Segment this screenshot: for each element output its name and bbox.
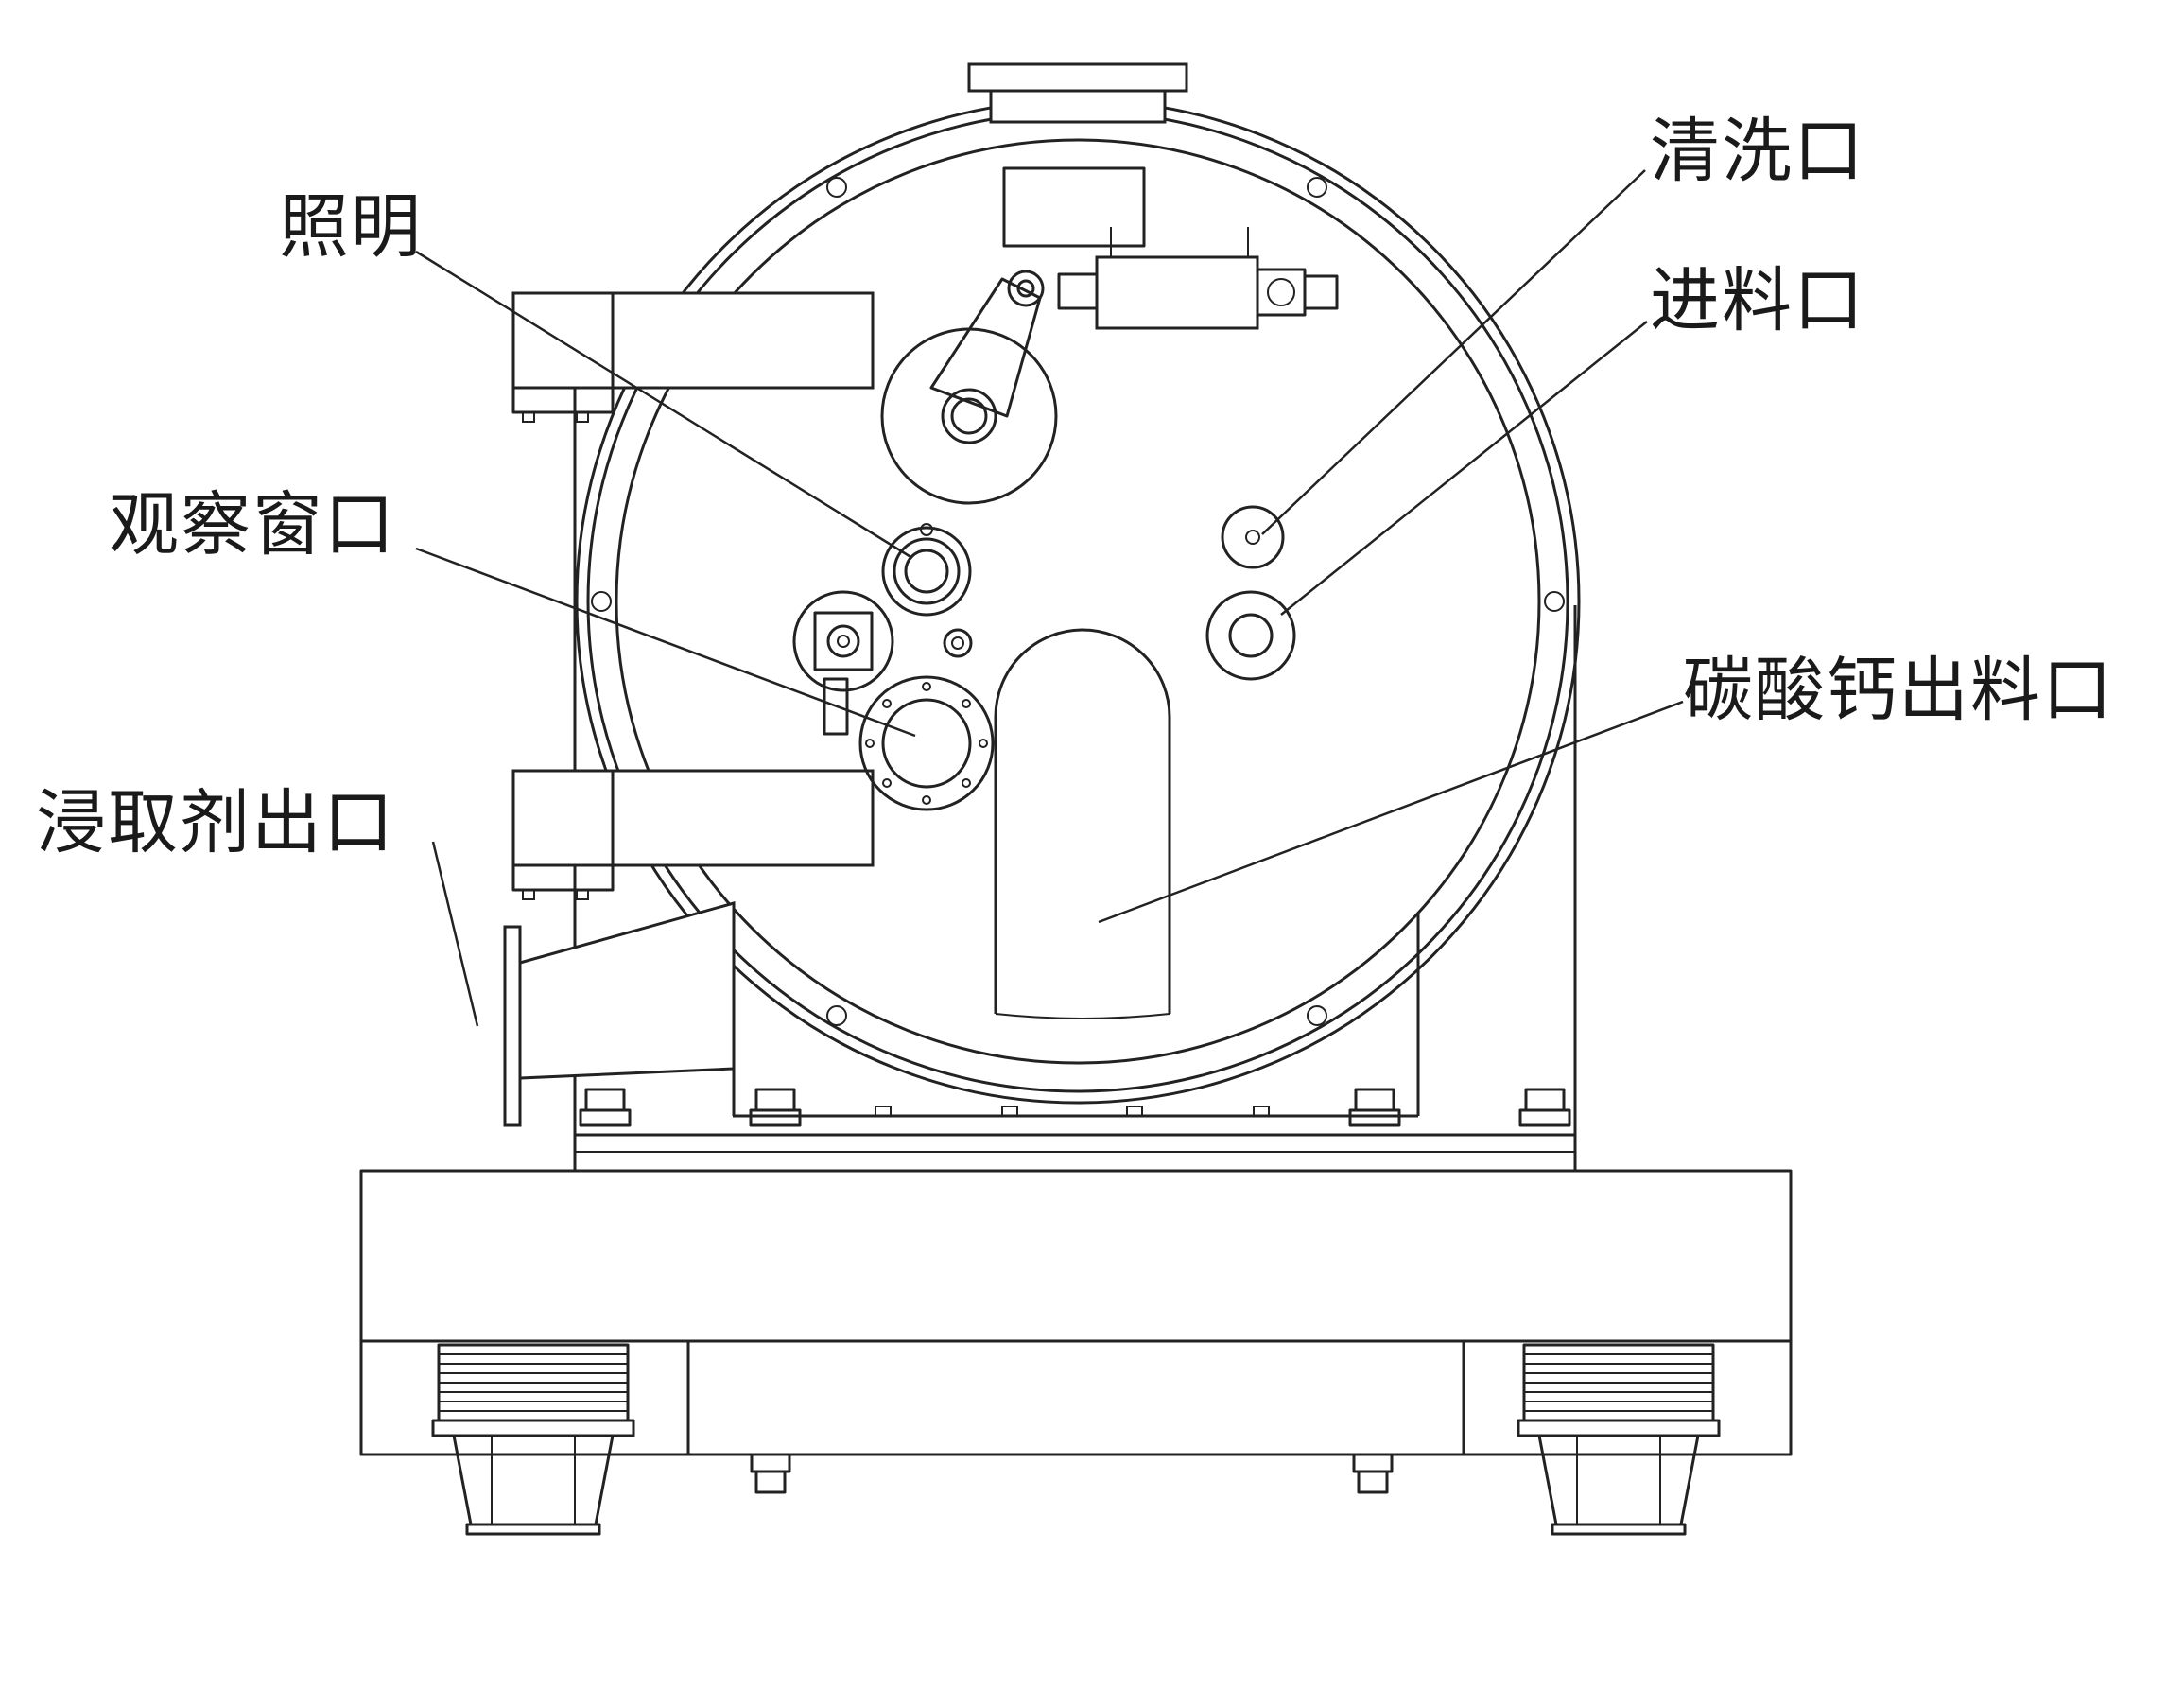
leader-calcium-carbonate-outlet — [1098, 700, 1684, 924]
label-lighting: 照明 — [279, 186, 423, 268]
label-calcium-carbonate-outlet: 碳酸钙出料口 — [1683, 650, 2114, 731]
leader-feed-port — [1280, 321, 1648, 616]
discharge-chute — [994, 628, 1171, 1019]
cleaning-port — [1221, 505, 1285, 569]
label-observation-window: 观察窗口 — [109, 484, 396, 566]
extractant-outlet-pipe — [503, 901, 736, 1127]
upper-platform — [573, 1088, 1577, 1173]
left-upper-bracket — [511, 291, 875, 423]
valve-assembly — [792, 590, 973, 736]
shock-absorber-left — [431, 1343, 635, 1536]
leader-extractant-outlet — [431, 841, 479, 1027]
label-cleaning-port: 清洗口 — [1650, 111, 1865, 192]
lighting-fixture — [881, 523, 972, 617]
feed-port — [1205, 590, 1296, 681]
base-bolts — [750, 1453, 1394, 1494]
left-lower-bracket — [511, 769, 875, 900]
shock-absorber-right — [1517, 1343, 1721, 1536]
observation-window — [858, 675, 995, 811]
leader-observation-window — [415, 547, 916, 738]
leader-cleaning-port — [1261, 169, 1646, 535]
scraper-cylinder — [880, 227, 1339, 505]
label-feed-port: 进料口 — [1650, 260, 1865, 341]
label-extractant-outlet: 浸取剂出口 — [36, 782, 395, 863]
leader-lines — [415, 169, 1684, 1027]
leader-lighting — [415, 250, 913, 560]
